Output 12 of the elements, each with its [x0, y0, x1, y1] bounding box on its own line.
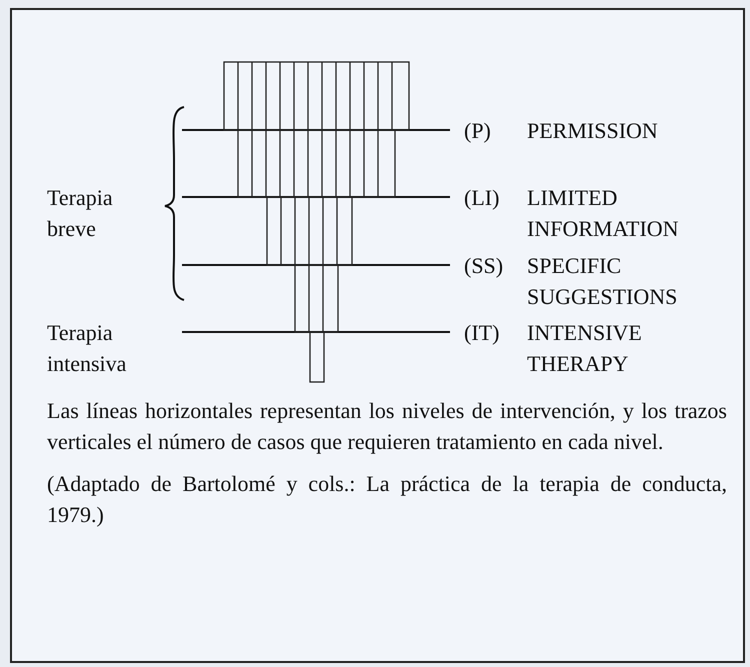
level-name: LIMITED INFORMATION: [527, 184, 680, 243]
level-name: PERMISSION: [527, 117, 659, 145]
level-code: (P): [464, 117, 492, 145]
source-note: (Adaptado de Bartolomé y cols.: La práctica de la terapia de conducta, 1979.): [47, 470, 727, 529]
therapy-type-label: Terapia breve: [47, 184, 114, 243]
level-code: (IT): [464, 319, 500, 347]
level-code: (SS): [464, 252, 504, 280]
caption: Las líneas horizontales representan los niveles de intervención, y los trazos verticales el número de casos que requieren tratamiento en cada nivel.: [47, 397, 727, 456]
level-code: (LI): [464, 184, 500, 212]
therapy-type-label: Terapia intensiva: [47, 319, 128, 378]
level-name: INTENSIVE THERAPY: [527, 319, 643, 378]
level-name: SPECIFIC SUGGESTIONS: [527, 252, 678, 311]
